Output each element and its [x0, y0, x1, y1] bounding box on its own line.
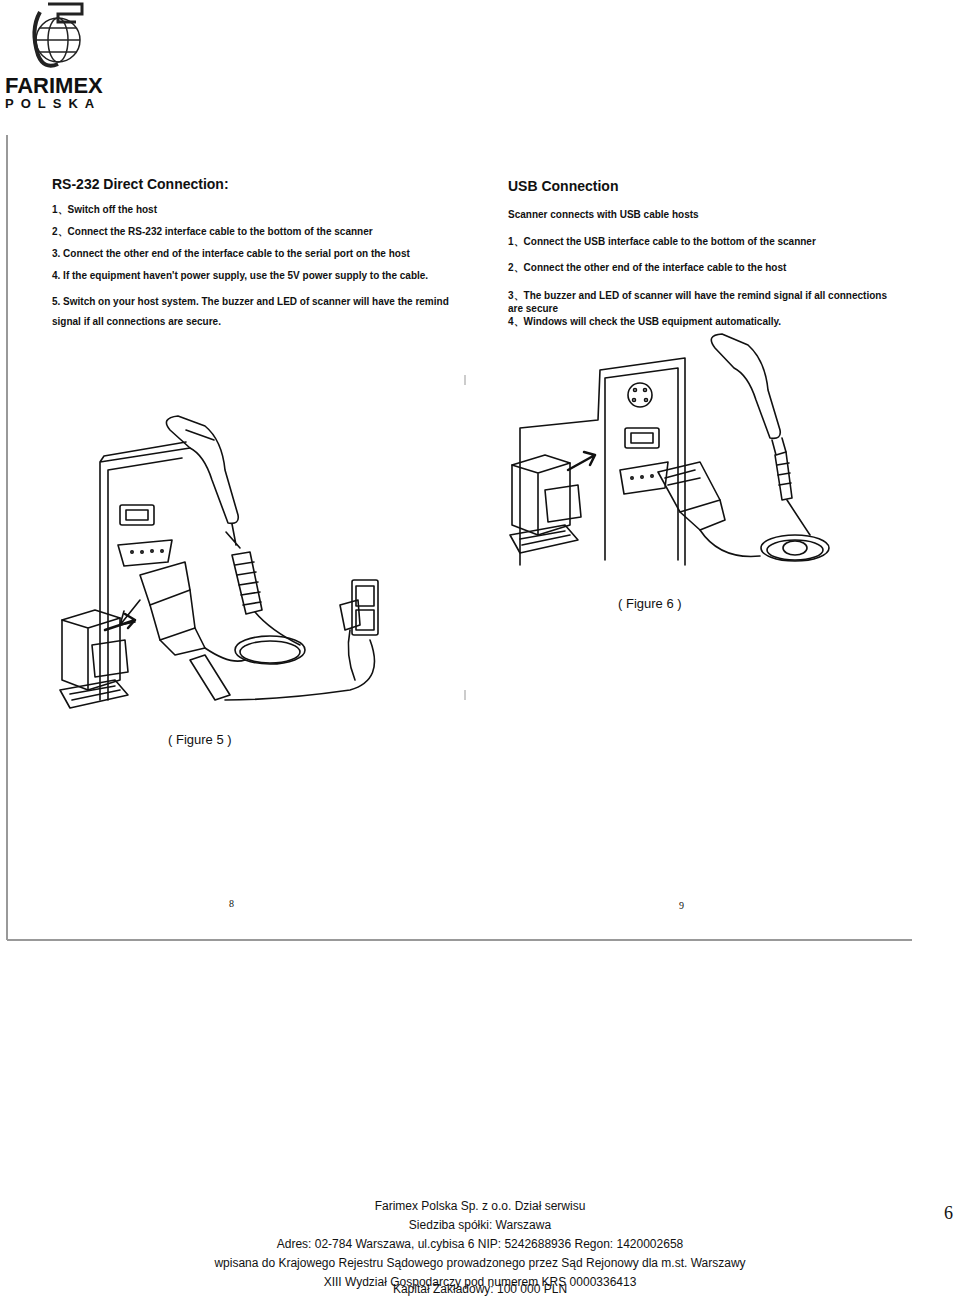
- figure-caption: ( Figure 6 ): [618, 596, 738, 612]
- logo-globe: [34, 4, 82, 66]
- sheet-number: 6: [944, 1202, 958, 1225]
- section-heading: USB Connection: [508, 178, 708, 196]
- footer-line: wpisana do Krajowego Rejestru Sądowego p…: [0, 1256, 960, 1271]
- footer-line: Adres: 02-784 Warszawa, ul.cybisa 6 NIP:…: [0, 1237, 960, 1252]
- step-text: 3. Connect the other end of the interfac…: [52, 248, 462, 261]
- step-text: 2、Connect the RS-232 interface cable to …: [52, 226, 462, 239]
- page-number: 8: [229, 898, 249, 911]
- footer-line: Siedziba spółki: Warszawa: [0, 1218, 960, 1233]
- step-text: 4、Windows will check the USB equipment a…: [508, 316, 848, 329]
- step-text: 1、Switch off the host: [52, 204, 462, 217]
- footer-line: Farimex Polska Sp. z o.o. Dział serwisu: [0, 1199, 960, 1214]
- rs232-illustration: [60, 416, 378, 708]
- usb-illustration: [510, 334, 829, 565]
- step-text: 3、The buzzer and LED of scanner will hav…: [508, 290, 888, 315]
- footer-line: Kapitał Zakładowy: 100 000 PLN: [0, 1282, 960, 1297]
- logo-name: FARIMEX: [5, 72, 125, 100]
- page-number: 9: [679, 900, 699, 913]
- section-heading: RS-232 Direct Connection:: [52, 176, 312, 194]
- figure-caption: ( Figure 5 ): [168, 732, 288, 748]
- intro-text: Scanner connects with USB cable hosts: [508, 209, 808, 222]
- step-text: 1、Connect the USB interface cable to the…: [508, 236, 848, 249]
- logo-subtitle: POLSKA: [5, 96, 125, 112]
- step-text: 5. Switch on your host system. The buzze…: [52, 292, 462, 332]
- step-text: 2、Connect the other end of the interface…: [508, 262, 848, 275]
- step-text: 4. If the equipment haven't power supply…: [52, 270, 462, 283]
- scan-border: [7, 135, 912, 940]
